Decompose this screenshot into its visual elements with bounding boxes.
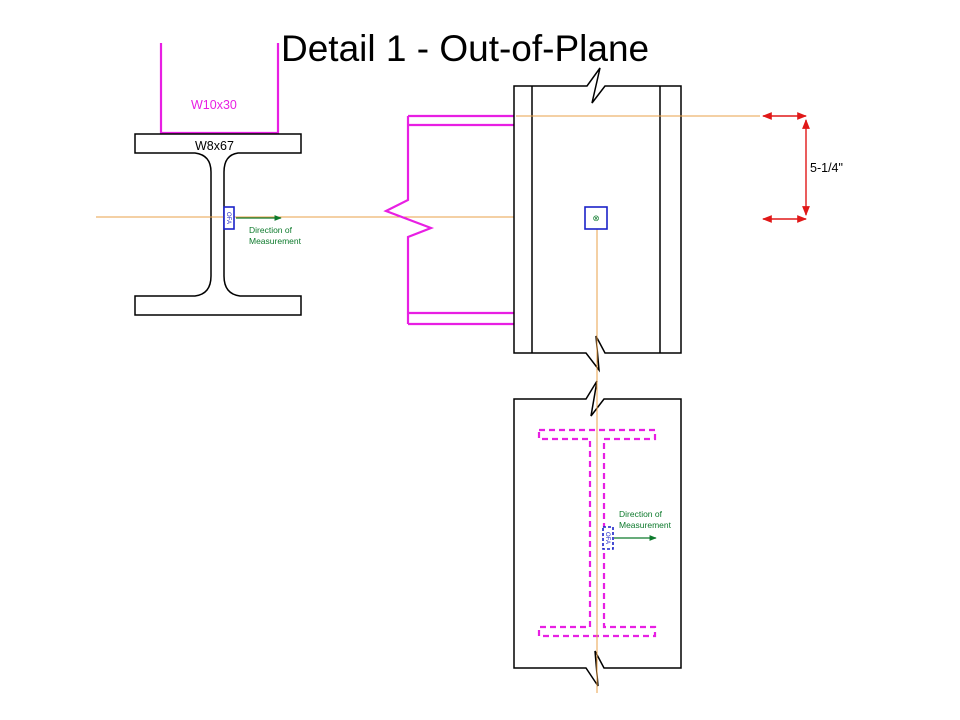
column-label: W8x67 [195,139,234,153]
direction-note-left-line2: Measurement [249,236,302,246]
direction-note-lower-line1: Direction of [619,509,663,519]
beam-w10x30-section: W10x30 [159,43,280,135]
dimension-value: 5-1/4" [810,161,843,175]
beam-label: W10x30 [191,98,237,112]
page-title: Detail 1 - Out-of-Plane [281,28,649,69]
direction-note-lower-line2: Measurement [619,520,672,530]
gauge-lower-label: OFA [604,532,610,544]
dimension-annotation: 5-1/4" [762,112,843,223]
crosshair-target-icon: ⊗ [592,213,599,223]
gauge-left: OFA [223,206,235,230]
break-symbol-icon [383,116,435,324]
beam-elevation [383,114,514,326]
column-w8x67-section: W8x67 [134,133,302,316]
hidden-beam-section [537,428,657,638]
gauge-left-label: OFA [225,212,231,224]
gauge-lower: OFA [602,526,614,550]
gauge-target: ⊗ [584,206,608,230]
direction-note-left-line1: Direction of [249,225,293,235]
